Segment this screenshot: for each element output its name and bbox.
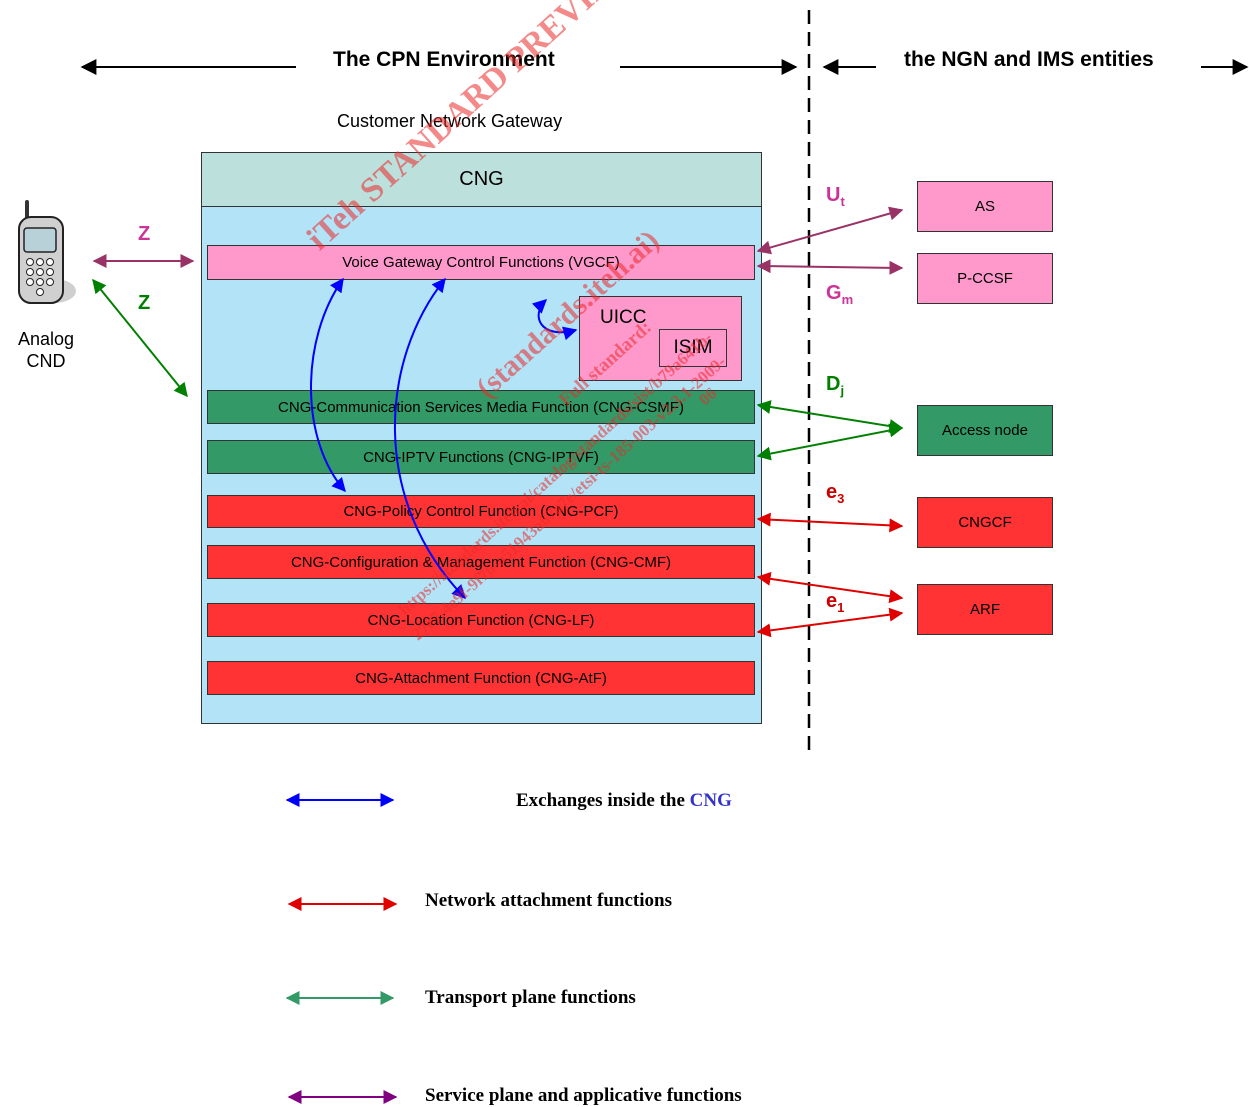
dj-interface-label: Dj bbox=[826, 373, 844, 398]
legend-exchanges-prefix: Exchanges inside the bbox=[516, 790, 690, 811]
uicc-label: UICC bbox=[600, 307, 647, 328]
ut-main: U bbox=[826, 184, 841, 206]
cngcf-box: CNGCF bbox=[917, 497, 1053, 548]
gm-arrow bbox=[756, 259, 904, 275]
atf-box: CNG-Attachment Function (CNG-AtF) bbox=[207, 661, 755, 695]
e3-main: e bbox=[826, 481, 838, 503]
cpn-environment-title: The CPN Environment bbox=[333, 48, 555, 71]
analog-label-line2: CND bbox=[26, 351, 66, 371]
dj-main: D bbox=[826, 373, 841, 395]
e1-lf-arrow bbox=[756, 607, 904, 638]
internal-arrow-vgcf-lf bbox=[394, 277, 466, 600]
cng-title: CNG bbox=[201, 152, 762, 207]
e1-cmf-arrow bbox=[756, 571, 904, 604]
access-node-box: Access node bbox=[917, 405, 1053, 456]
gm-interface-label: Gm bbox=[826, 282, 853, 307]
cmf-box: CNG-Configuration & Management Function … bbox=[207, 545, 755, 579]
dj-iptvf-arrow bbox=[756, 423, 904, 461]
as-box: AS bbox=[917, 181, 1053, 232]
analog-cnd-label: Analog CND bbox=[8, 328, 84, 372]
internal-arrow-vgcf-pcf bbox=[310, 277, 346, 493]
legend-network-attachment: Network attachment functions bbox=[425, 890, 672, 911]
iptvf-box: CNG-IPTV Functions (CNG-IPTVF) bbox=[207, 440, 755, 474]
ut-sub: t bbox=[840, 194, 845, 209]
z-transport-arrow bbox=[92, 278, 188, 398]
gm-sub: m bbox=[841, 292, 854, 307]
dj-sub: j bbox=[840, 383, 845, 398]
uicc-box: UICC ISIM bbox=[579, 296, 742, 381]
ut-interface-label: Ut bbox=[826, 184, 845, 209]
e1-sub: 1 bbox=[837, 600, 845, 615]
lf-box: CNG-Location Function (CNG-LF) bbox=[207, 603, 755, 637]
arf-box: ARF bbox=[917, 584, 1053, 635]
legend-exchanges-cng: CNG bbox=[689, 790, 732, 811]
pccsf-box: P-CCSF bbox=[917, 253, 1053, 304]
e3-interface-label: e3 bbox=[826, 481, 844, 506]
ngn-ims-title: the NGN and IMS entities bbox=[904, 48, 1154, 71]
e3-arrow bbox=[756, 512, 904, 533]
legend-service-plane: Service plane and applicative functions bbox=[425, 1085, 742, 1106]
legend-exchanges: Exchanges inside the CNG bbox=[516, 790, 732, 812]
gm-main: G bbox=[826, 282, 842, 304]
legend-transport-plane: Transport plane functions bbox=[425, 987, 636, 1008]
pcf-box: CNG-Policy Control Function (CNG-PCF) bbox=[207, 495, 755, 528]
internal-arrow-uicc bbox=[532, 299, 578, 341]
isim-box: ISIM bbox=[659, 329, 727, 367]
z-interface-label-service: Z bbox=[138, 223, 151, 245]
dj-csmf-arrow bbox=[756, 400, 904, 433]
e3-sub: 3 bbox=[837, 491, 845, 506]
gateway-caption: Customer Network Gateway bbox=[337, 111, 563, 131]
analog-label-line1: Analog bbox=[17, 329, 75, 349]
ut-arrow bbox=[756, 206, 904, 255]
csmf-box: CNG-Communication Services Media Functio… bbox=[207, 390, 755, 424]
vgcf-box: Voice Gateway Control Functions (VGCF) bbox=[207, 245, 755, 280]
analog-phone-icon bbox=[18, 200, 76, 304]
